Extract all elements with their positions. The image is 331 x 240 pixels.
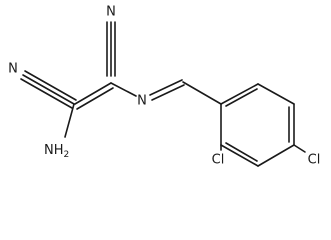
ring-bond-5	[220, 144, 259, 167]
central-double-bond	[74, 82, 114, 110]
ring-bond-2	[257, 83, 295, 105]
atom-n-left: N	[8, 62, 18, 77]
atom-nh2: NH2	[44, 143, 69, 160]
ring-bond-1-inner	[225, 88, 258, 107]
triple-bond-left-3	[20, 78, 73, 109]
nitrile-left	[20, 70, 77, 109]
triple-bond-left-1	[22, 74, 75, 105]
chemical-structure-diagram: N N NH2 N Cl Cl	[8, 5, 321, 168]
n-c-bond-1	[149, 79, 183, 96]
c-c-bond-2	[76, 87, 114, 110]
c-cl-para-bond	[293, 144, 306, 153]
nh2-subscript: 2	[64, 150, 70, 160]
ring-bond-4	[257, 144, 295, 167]
ring-bond-5-inner	[225, 142, 258, 162]
nitrile-top	[106, 21, 116, 77]
c-nh2-bond	[64, 103, 75, 138]
atom-n-top: N	[106, 5, 116, 20]
atom-cl-para: Cl	[308, 153, 321, 168]
atom-n-imine: N	[137, 94, 147, 109]
triple-bond-left-2	[24, 70, 77, 101]
c-n-imine-bond	[110, 82, 137, 97]
n-c-bond-2	[151, 84, 185, 101]
atom-cl-ortho: Cl	[212, 153, 225, 168]
c-c-bond-1	[74, 82, 112, 105]
ring-bond-1	[220, 83, 259, 105]
nh2-label: NH	[44, 143, 64, 158]
imine-double-bond	[149, 79, 185, 101]
benzene-ring	[220, 83, 295, 167]
ch-ring-bond	[182, 81, 222, 105]
